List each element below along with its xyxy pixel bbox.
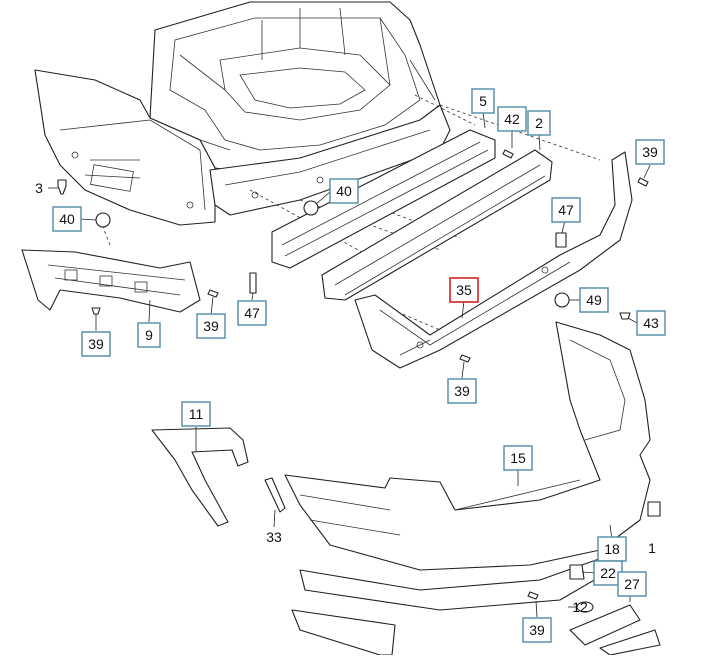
callout-label: 33 bbox=[266, 529, 282, 545]
callout-2: 2 bbox=[527, 110, 551, 136]
callout-39: 39 bbox=[81, 331, 111, 357]
callout-39: 39 bbox=[447, 378, 477, 404]
callout-box bbox=[196, 313, 226, 339]
callout-label: 47 bbox=[244, 305, 260, 321]
callout-label: 42 bbox=[504, 111, 520, 127]
callout-12: 12 bbox=[572, 599, 588, 615]
callout-box bbox=[635, 139, 665, 165]
callout-box bbox=[597, 536, 627, 562]
callout-box bbox=[137, 322, 161, 348]
callout-47: 47 bbox=[551, 197, 581, 223]
callout-box bbox=[471, 88, 495, 114]
callout-label: 2 bbox=[535, 115, 543, 131]
callout-label: 39 bbox=[642, 144, 658, 160]
callout-9: 9 bbox=[137, 322, 161, 348]
callout-label: 47 bbox=[558, 202, 574, 218]
callout-5: 5 bbox=[471, 88, 495, 114]
callout-39: 39 bbox=[522, 617, 552, 643]
callout-label: 1 bbox=[648, 540, 656, 556]
callout-box bbox=[579, 287, 609, 313]
callout-label: 3 bbox=[35, 180, 43, 196]
callout-label: 22 bbox=[600, 565, 616, 581]
callout-box bbox=[52, 206, 82, 232]
callout-box bbox=[527, 110, 551, 136]
callout-47: 47 bbox=[237, 300, 267, 326]
callout-box bbox=[617, 571, 647, 597]
callout-box bbox=[81, 331, 111, 357]
callout-layer: 5 42 2 39 3 40 40 47 35 49 43 47 39 9 39 39 11 15 33 18 22 27… bbox=[35, 88, 666, 643]
callout-label: 9 bbox=[145, 327, 153, 343]
callout-label: 39 bbox=[454, 383, 470, 399]
callout-39: 39 bbox=[196, 313, 226, 339]
callout-label: 18 bbox=[604, 541, 620, 557]
callout-box bbox=[181, 401, 211, 427]
vehicle-body-frame bbox=[34, 1, 451, 226]
callout-39: 39 bbox=[635, 139, 665, 165]
callout-1: 1 bbox=[648, 540, 656, 556]
energy-absorber bbox=[321, 149, 553, 301]
callout-box bbox=[522, 617, 552, 643]
callout-label: 27 bbox=[624, 576, 640, 592]
callout-box bbox=[237, 300, 267, 326]
leader-lines bbox=[48, 111, 651, 618]
trim-strip bbox=[151, 427, 286, 527]
callout-box bbox=[503, 445, 533, 471]
callout-49: 49 bbox=[579, 287, 609, 313]
callout-18: 18 bbox=[597, 536, 627, 562]
bumper-guide-bracket bbox=[354, 151, 633, 369]
callout-33: 33 bbox=[266, 529, 282, 545]
callout-11: 11 bbox=[181, 401, 211, 427]
callout-27: 27 bbox=[617, 571, 647, 597]
callout-label: 5 bbox=[479, 93, 487, 109]
callout-42: 42 bbox=[497, 106, 527, 132]
callout-label: 39 bbox=[203, 318, 219, 334]
callout-3: 3 bbox=[35, 180, 43, 196]
callout-label: 39 bbox=[88, 336, 104, 352]
callout-40: 40 bbox=[52, 206, 82, 232]
bumper-cover bbox=[284, 321, 651, 656]
callout-43: 43 bbox=[636, 310, 666, 336]
callout-40: 40 bbox=[329, 178, 359, 204]
callout-35: 35 bbox=[449, 277, 479, 303]
crossmember bbox=[271, 129, 496, 269]
callout-box bbox=[497, 106, 527, 132]
callout-label: 15 bbox=[510, 450, 526, 466]
callout-box bbox=[551, 197, 581, 223]
callout-label: 49 bbox=[586, 292, 602, 308]
callout-label: 35 bbox=[456, 282, 472, 298]
callout-box bbox=[636, 310, 666, 336]
fasteners bbox=[57, 149, 661, 656]
callout-label: 40 bbox=[59, 211, 75, 227]
callout-label: 12 bbox=[572, 599, 588, 615]
callout-15: 15 bbox=[503, 445, 533, 471]
callout-label: 11 bbox=[189, 406, 204, 422]
callout-label: 43 bbox=[643, 315, 659, 331]
callout-label: 39 bbox=[529, 622, 545, 638]
side-bracket-left bbox=[21, 249, 201, 313]
callout-box bbox=[447, 378, 477, 404]
callout-box bbox=[449, 277, 479, 303]
callout-box bbox=[329, 178, 359, 204]
callout-label: 40 bbox=[336, 183, 352, 199]
